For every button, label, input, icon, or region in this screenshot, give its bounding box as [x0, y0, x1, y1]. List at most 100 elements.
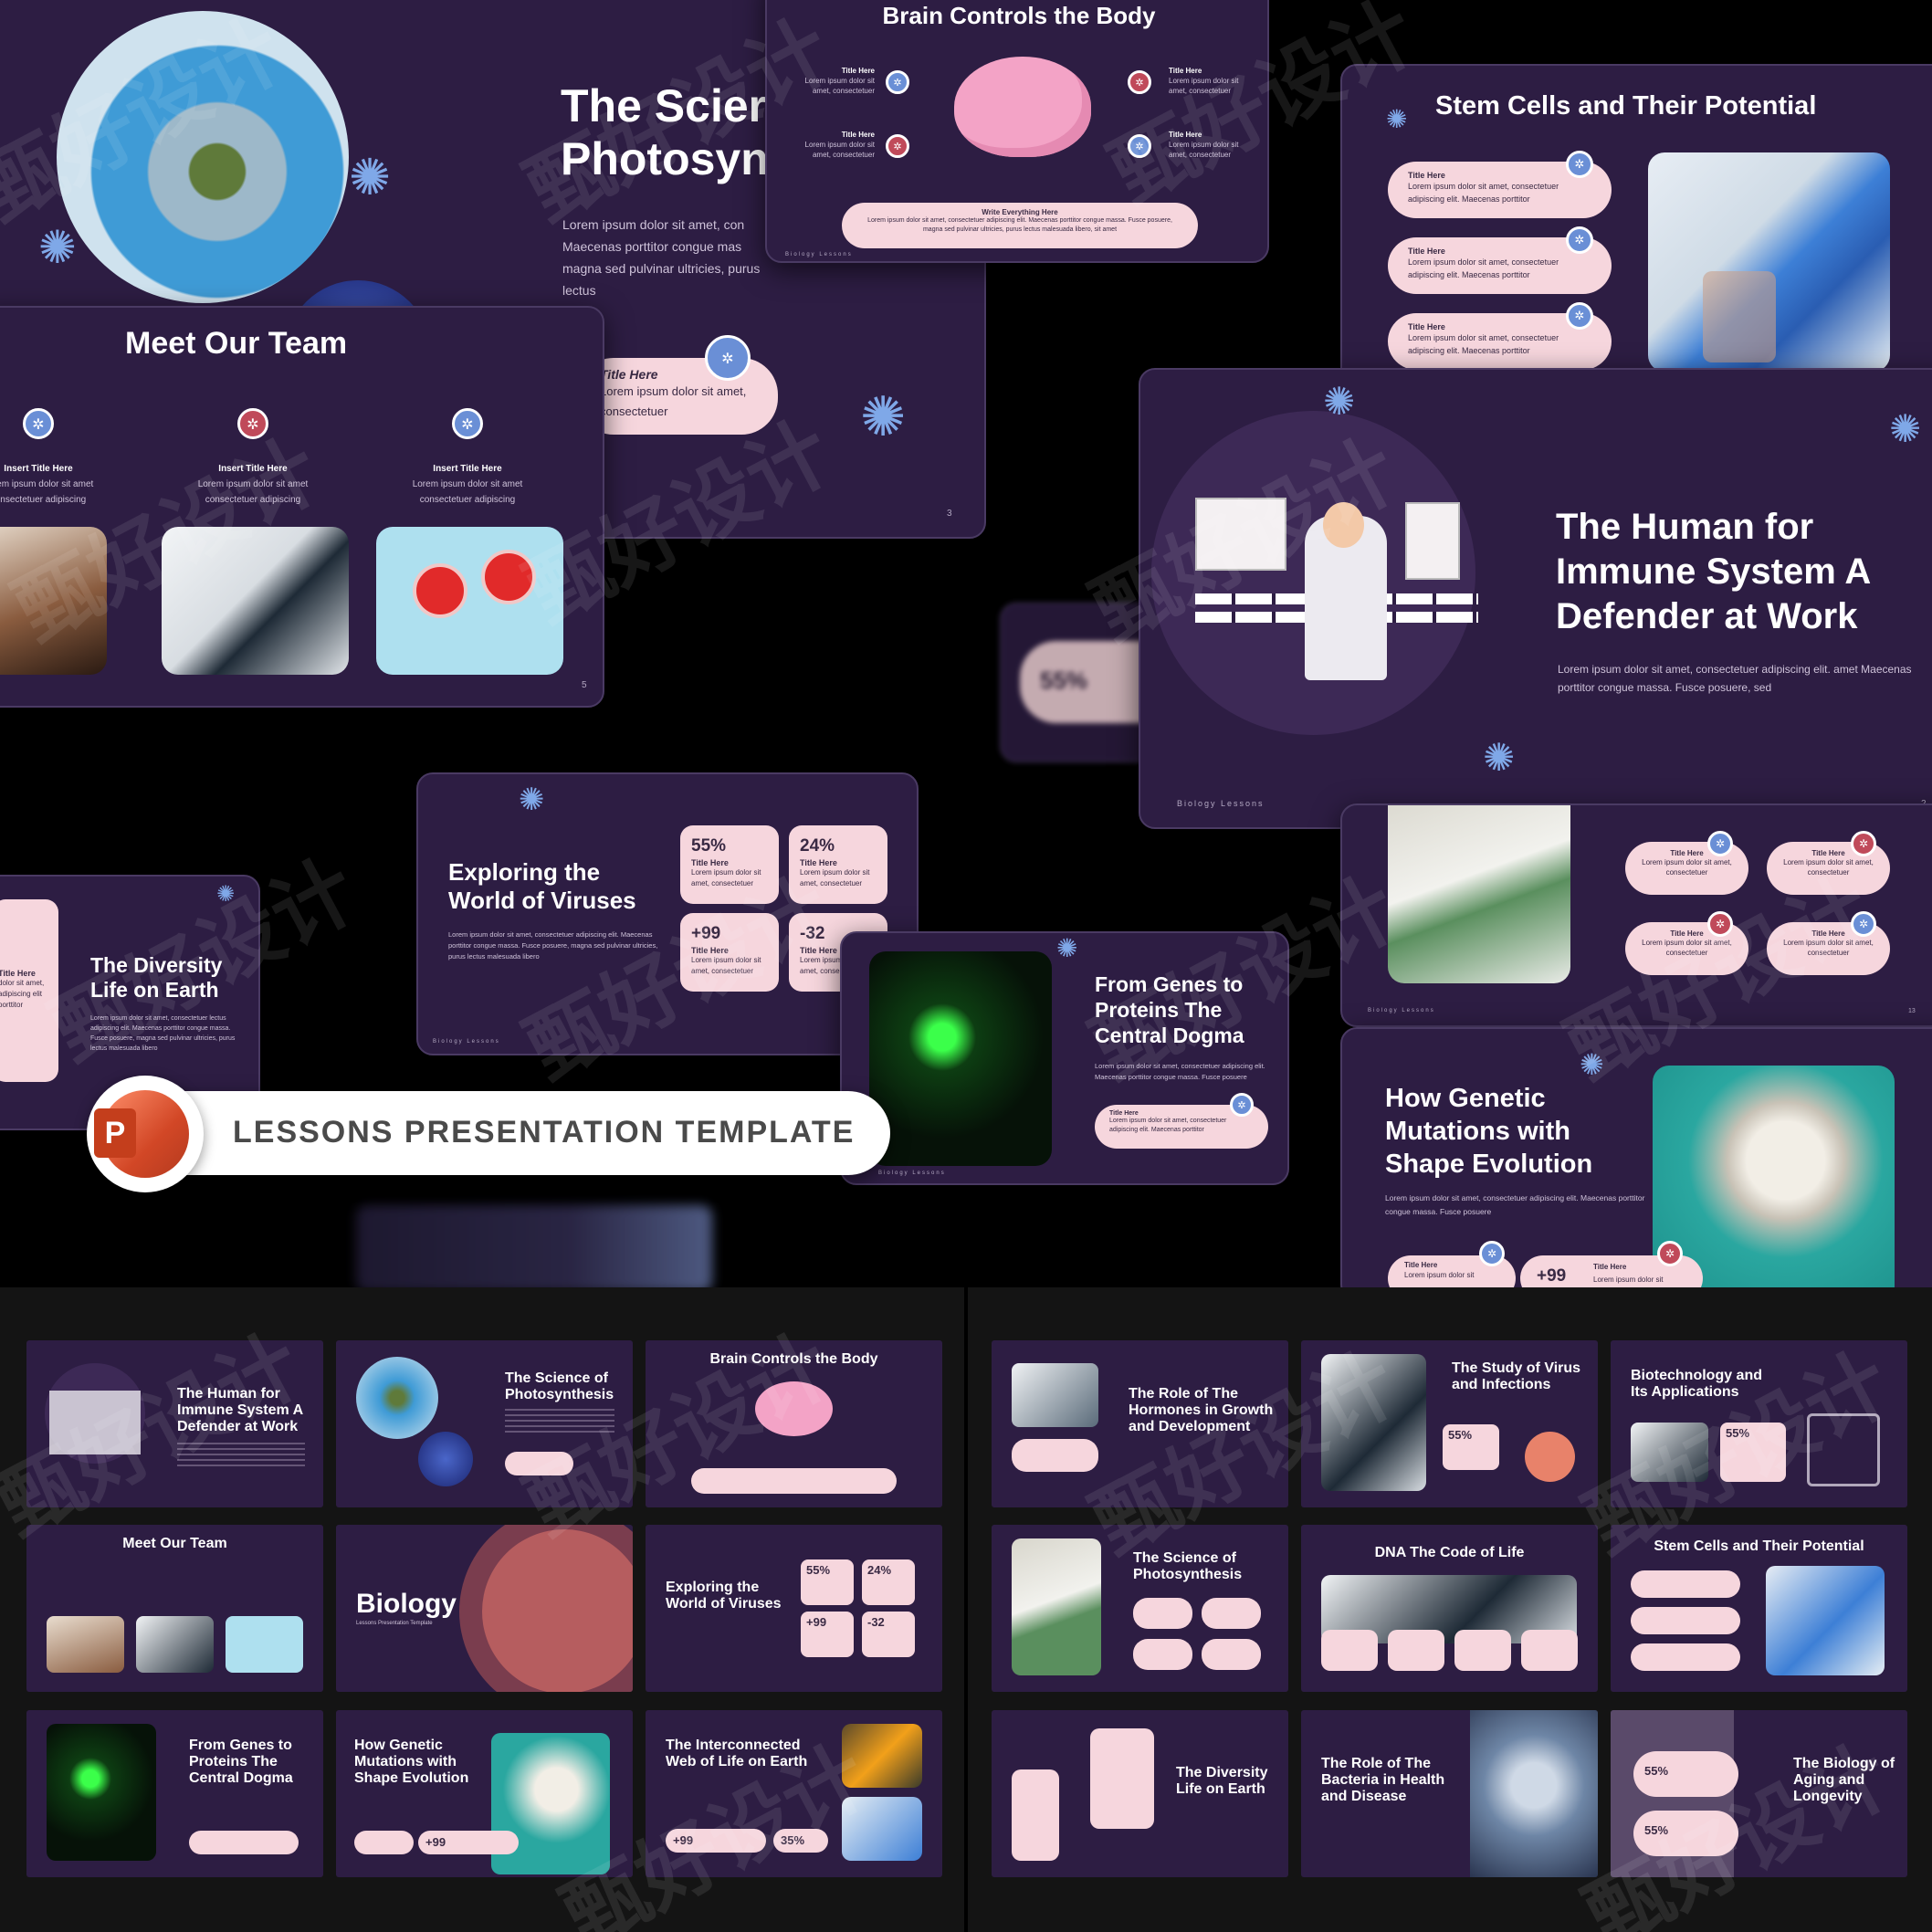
slide-meet-our-team[interactable]: Meet Our Team ✲ ✲ ✲ Insert Title HereLor…: [0, 306, 604, 708]
slide-footer: Biology Lessons: [433, 1039, 500, 1045]
slide-footer: Biology Lessons: [785, 252, 853, 257]
thumb-title: Biology: [356, 1589, 457, 1619]
thumb-title: Meet Our Team: [122, 1536, 227, 1551]
slide-title: Exploring the World of Viruses: [448, 858, 636, 914]
thumb-title: The Human for Immune System A Defender a…: [177, 1386, 303, 1434]
molecule-icon: ✺: [1056, 933, 1078, 963]
slide-immune-system[interactable]: The Human for Immune System A Defender a…: [1139, 368, 1932, 829]
molecule-icon: ✺: [519, 782, 545, 818]
lab-jars-photo: [1648, 152, 1890, 372]
thumb-biotechnology[interactable]: Biotechnology and Its Applications 55%: [1611, 1340, 1907, 1507]
photo-circle-plant: [57, 11, 349, 303]
virus-badge-icon: ✲: [1657, 1241, 1683, 1266]
thumb-title: The Science of Photosynthesis: [1133, 1550, 1243, 1582]
virus-badge-icon: ✲: [1230, 1093, 1254, 1117]
virus-badge-icon: ✲: [1707, 911, 1733, 937]
thumb-dna-code[interactable]: DNA The Code of Life: [1301, 1525, 1598, 1692]
team-photo-1: [0, 527, 107, 675]
title-banner: LESSONS PRESENTATION TEMPLATE: [123, 1091, 890, 1175]
thumb-meet-our-team[interactable]: Meet Our Team: [26, 1525, 323, 1692]
thumb-genes-proteins[interactable]: From Genes to Proteins The Central Dogma: [26, 1710, 323, 1877]
thumb-title: How Genetic Mutations with Shape Evoluti…: [354, 1738, 469, 1786]
molecule-icon: ✺: [1323, 379, 1356, 424]
thumb-exploring-viruses[interactable]: Exploring the World of Viruses 55% 24% +…: [646, 1525, 942, 1692]
page-number: 13: [1908, 1008, 1916, 1014]
thumb-aging-longevity[interactable]: 55% 55% The Biology of Aging and Longevi…: [1611, 1710, 1907, 1877]
powerpoint-icon: P: [87, 1076, 204, 1192]
bottom-pill: Write Everything Here Lorem ipsum dolor …: [842, 203, 1198, 248]
virus-badge-icon: ✲: [452, 408, 483, 439]
virus-badge-icon: ✲: [1128, 134, 1151, 158]
thumb-title: From Genes to Proteins The Central Dogma: [189, 1738, 293, 1786]
virus-badge-icon: ✲: [1566, 302, 1593, 330]
thumb-genetic-mutations[interactable]: How Genetic Mutations with Shape Evoluti…: [336, 1710, 633, 1877]
slide-title: How Genetic Mutations with Shape Evoluti…: [1385, 1084, 1593, 1179]
thumb-title: DNA The Code of Life: [1374, 1545, 1525, 1560]
slide-body: Lorem ipsum dolor sit amet, consectetuer…: [448, 930, 658, 961]
thumb-title: The Role of The Hormones in Growth and D…: [1129, 1386, 1274, 1434]
slide-title: The Human for Immune System A Defender a…: [1556, 507, 1872, 636]
page-number: 3: [947, 509, 952, 519]
virus-badge-icon: ✲: [886, 134, 909, 158]
thumb-title: Exploring the World of Viruses: [666, 1580, 782, 1612]
thumb-biology-cover[interactable]: Biology Lessons Presentation Template: [336, 1525, 633, 1692]
thumb-title: The Science of Photosynthesis: [505, 1370, 614, 1402]
test-tube-photo: [1388, 805, 1570, 983]
virus-badge-icon: ✲: [1128, 70, 1151, 94]
page-number: 5: [582, 680, 587, 690]
thumb-title: The Biology of Aging and Longevity: [1793, 1756, 1895, 1804]
thumb-title: Stem Cells and Their Potential: [1654, 1538, 1864, 1554]
virus-badge-icon: ✲: [705, 335, 751, 381]
thumb-interconnected-web[interactable]: The Interconnected Web of Life on Earth …: [646, 1710, 942, 1877]
virus-badge-icon: ✲: [1566, 226, 1593, 254]
thumb-stem-cells[interactable]: Stem Cells and Their Potential: [1611, 1525, 1907, 1692]
slide-body: Lorem ipsum dolor sit amet, con Maecenas…: [562, 217, 761, 298]
slide-title: From Genes to Proteins The Central Dogma: [1095, 972, 1244, 1047]
virus-badge-icon: ✲: [1851, 911, 1876, 937]
molecule-icon: ✺: [1386, 104, 1408, 134]
blurred-slide-decor: [356, 1205, 712, 1292]
thumb-brain-controls[interactable]: Brain Controls the Body: [646, 1340, 942, 1507]
virus-badge-icon: ✲: [886, 70, 909, 94]
thumb-bacteria[interactable]: The Role of The Bacteria in Health and D…: [1301, 1710, 1598, 1877]
molecule-icon: ✺: [860, 385, 907, 449]
thumb-title: Biotechnology and Its Applications: [1631, 1368, 1762, 1400]
slide-genes-proteins[interactable]: From Genes to Proteins The Central Dogma…: [840, 931, 1289, 1185]
thumb-photosynthesis[interactable]: The Science of Photosynthesis: [336, 1340, 633, 1507]
molecule-icon: ✺: [1889, 406, 1922, 451]
thumb-photosynthesis-2[interactable]: The Science of Photosynthesis: [992, 1525, 1288, 1692]
slide-genetic-mutations[interactable]: How Genetic Mutations with Shape Evoluti…: [1340, 1027, 1932, 1301]
slide-title: Brain Controls the Body: [882, 2, 1156, 29]
team-photo-2: [162, 527, 349, 675]
thumb-diversity-life[interactable]: The Diversity Life on Earth: [992, 1710, 1288, 1877]
slide-body: Lorem ipsum dolor sit amet, consectetuer…: [1558, 663, 1912, 694]
brain-icon: [954, 57, 1091, 157]
slide-footer: Biology Lessons: [878, 1171, 946, 1176]
thumb-immune-system[interactable]: The Human for Immune System A Defender a…: [26, 1340, 323, 1507]
thumb-title: The Interconnected Web of Life on Earth: [666, 1738, 808, 1769]
virus-badge-icon: ✲: [23, 408, 54, 439]
slide-title: The Scier Photosyn: [561, 80, 769, 184]
thumb-subtitle: Lessons Presentation Template: [356, 1621, 433, 1626]
slide-title: The Diversity Life on Earth: [90, 953, 223, 1002]
slide-body: Lorem ipsum dolor sit amet, consectetuer…: [1385, 1193, 1645, 1216]
thumb-title: The Study of Virus and Infections: [1452, 1360, 1581, 1392]
banner-text: LESSONS PRESENTATION TEMPLATE: [233, 1115, 856, 1150]
molecule-icon: ✺: [38, 221, 77, 274]
thumb-hormones[interactable]: The Role of The Hormones in Growth and D…: [992, 1340, 1288, 1507]
slide-footer: Biology Lessons: [1177, 799, 1265, 808]
thumb-title: Brain Controls the Body: [709, 1351, 878, 1367]
thumb-virus-infections[interactable]: The Study of Virus and Infections 55%: [1301, 1340, 1598, 1507]
slide-exploring-viruses[interactable]: ✺ Exploring the World of Viruses Lorem i…: [416, 772, 919, 1055]
molecule-icon: ✺: [216, 881, 236, 907]
